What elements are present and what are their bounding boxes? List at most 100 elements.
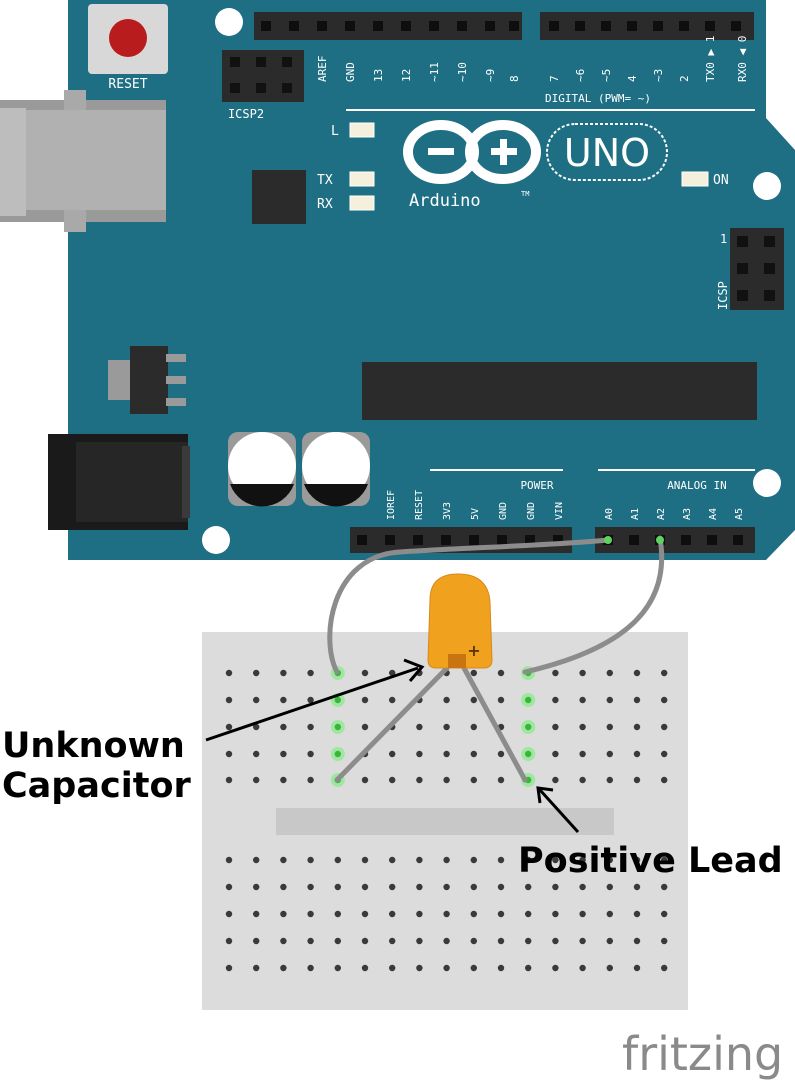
breadboard-hole [416,776,423,784]
breadboard-hole [606,776,613,784]
positive-lead-arrow [536,786,580,834]
unknown-capacitor-arrow [205,658,425,742]
breadboard-hole [633,883,641,891]
breadboard-hole [443,937,450,945]
header-hole [441,535,451,545]
header-hole [601,21,611,31]
breadboard-hole [661,750,668,758]
analog-header [595,527,755,553]
digital-pin-label: 2 [678,75,691,82]
breadboard-hole [470,723,477,731]
breadboard-hole [470,883,477,891]
digital-pin-label: ~3 [652,69,665,82]
header-hole [485,21,495,31]
breadboard-hole [225,723,233,731]
led-tx [349,171,375,187]
breadboard-hole [307,964,314,972]
header-hole [575,21,585,31]
breadboard-hole [334,696,341,704]
analog-pin-label: A4 [708,508,719,520]
breadboard-hole [225,910,233,918]
wire-a0-to-negative [327,537,611,675]
breadboard-hole [633,776,641,784]
unknown-capacitor [427,573,493,669]
breadboard-hole [389,669,396,677]
breadboard-hole [443,856,450,864]
header-hole [357,535,367,545]
header-hole [679,21,689,31]
reset-button[interactable] [88,4,168,74]
breadboard-hole [389,883,396,891]
digital-header-right [540,12,754,40]
header-hole [627,21,637,31]
breadboard-hole [389,910,396,918]
power-pin-label: GND [526,502,537,520]
digital-pin-label: 8 [508,75,521,82]
breadboard-hole [307,910,314,918]
icsp-header [730,228,784,310]
breadboard-hole [579,883,586,891]
breadboard-hole [552,910,559,918]
header-hole [317,21,327,31]
power-pin-label: 5V [470,508,481,520]
breadboard-hole [443,883,450,891]
breadboard-hole [416,723,423,731]
usb-connector [0,90,166,232]
header-hole [731,21,741,31]
header-hole [705,21,715,31]
breadboard-hole [280,723,287,731]
icsp2-label: ICSP2 [228,107,264,121]
breadboard-hole [361,856,369,864]
uno-label: UNO [564,131,650,175]
icsp2-header [222,50,304,102]
breadboard-hole [633,856,641,864]
breadboard-hole [579,856,586,864]
breadboard-hole [225,696,233,704]
breadboard-hole [470,910,477,918]
power-pin-label: GND [498,502,509,520]
power-jack [48,434,190,530]
breadboard-hole [579,750,586,758]
breadboard-hole [307,937,314,945]
icsp-pin1-label: 1 [720,232,727,246]
header-hole [653,21,663,31]
breadboard-hole [497,856,505,864]
breadboard-hole [307,669,314,677]
breadboard-hole [552,669,559,677]
breadboard-hole [525,856,532,864]
breadboard-hole [280,883,287,891]
breadboard-hole [497,776,505,784]
breadboard-hole [497,910,505,918]
breadboard-hole [443,750,450,758]
breadboard-hole [525,723,532,731]
breadboard-hole [334,723,341,731]
breadboard-hole [389,964,396,972]
header-hole [733,535,743,545]
breadboard-hole [225,964,233,972]
breadboard-hole [307,883,314,891]
breadboard-hole [280,856,287,864]
breadboard-hole [361,937,369,945]
breadboard-hole [552,750,559,758]
breadboard-hole [416,937,423,945]
digital-pin-label: TX0 ▶ 1 [704,36,717,82]
breadboard-hole [552,776,559,784]
breadboard-hole [253,937,260,945]
breadboard-hole [497,964,505,972]
uno-badge [546,123,668,181]
capacitor-polarity-mark: + [467,641,480,660]
header-hole [401,21,411,31]
breadboard-hole [633,750,641,758]
breadboard-hole [334,856,341,864]
breadboard-hole [443,776,450,784]
breadboard-hole [280,750,287,758]
header-hole [345,21,355,31]
breadboard-hole [280,696,287,704]
breadboard-hole [661,723,668,731]
breadboard-hole [661,776,668,784]
power-pin-label: RESET [414,490,425,520]
wire-end-a2 [656,536,664,544]
breadboard-hole [606,750,613,758]
breadboard [202,632,688,1010]
